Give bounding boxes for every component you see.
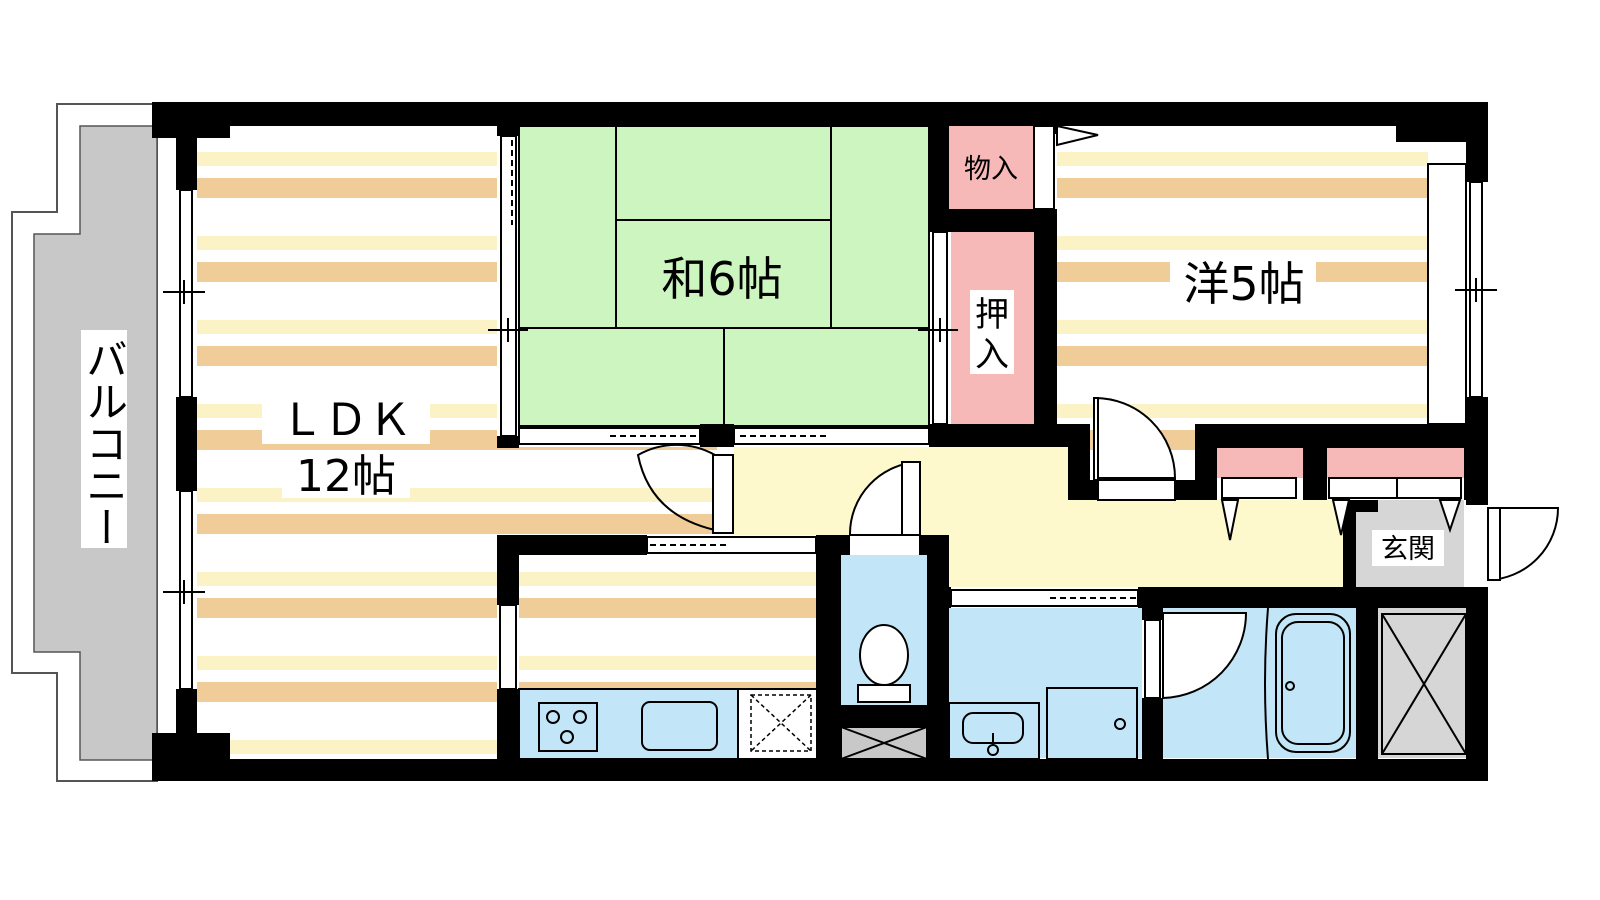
oshiire-label-bottom: 入 [975, 335, 1009, 375]
washing-machine-area [1046, 687, 1138, 760]
ldk-size-label: 12帖 [296, 451, 396, 502]
walls [152, 102, 1488, 781]
windows [179, 125, 1483, 699]
washitsu-label: 和6帖 [661, 252, 782, 306]
washbasin [948, 702, 1040, 760]
youshitsu-label: 洋5帖 [1183, 257, 1304, 311]
shoe-closet-right [1327, 448, 1464, 478]
kitchen-floor [519, 555, 819, 689]
balcony: バルコニー [11, 103, 158, 782]
balcony-label: バルコニー [80, 338, 129, 548]
toilet-storage [840, 726, 928, 760]
monoire-closet [949, 126, 1034, 209]
bathtub [1264, 607, 1351, 760]
ldk-name-label: ＬＤＫ [280, 395, 412, 446]
kitchen-counter [518, 688, 818, 760]
washroom-floor [949, 608, 1142, 758]
shoe-closet-left [1217, 448, 1303, 478]
doors[interactable] [636, 124, 1560, 700]
oshiire-label-top: 押 [975, 295, 1009, 335]
monoire-label: 物入 [964, 154, 1018, 185]
toilet-fixture [857, 624, 911, 703]
genkan-label: 玄関 [1381, 534, 1435, 565]
storage-x-fixture [1381, 613, 1467, 755]
